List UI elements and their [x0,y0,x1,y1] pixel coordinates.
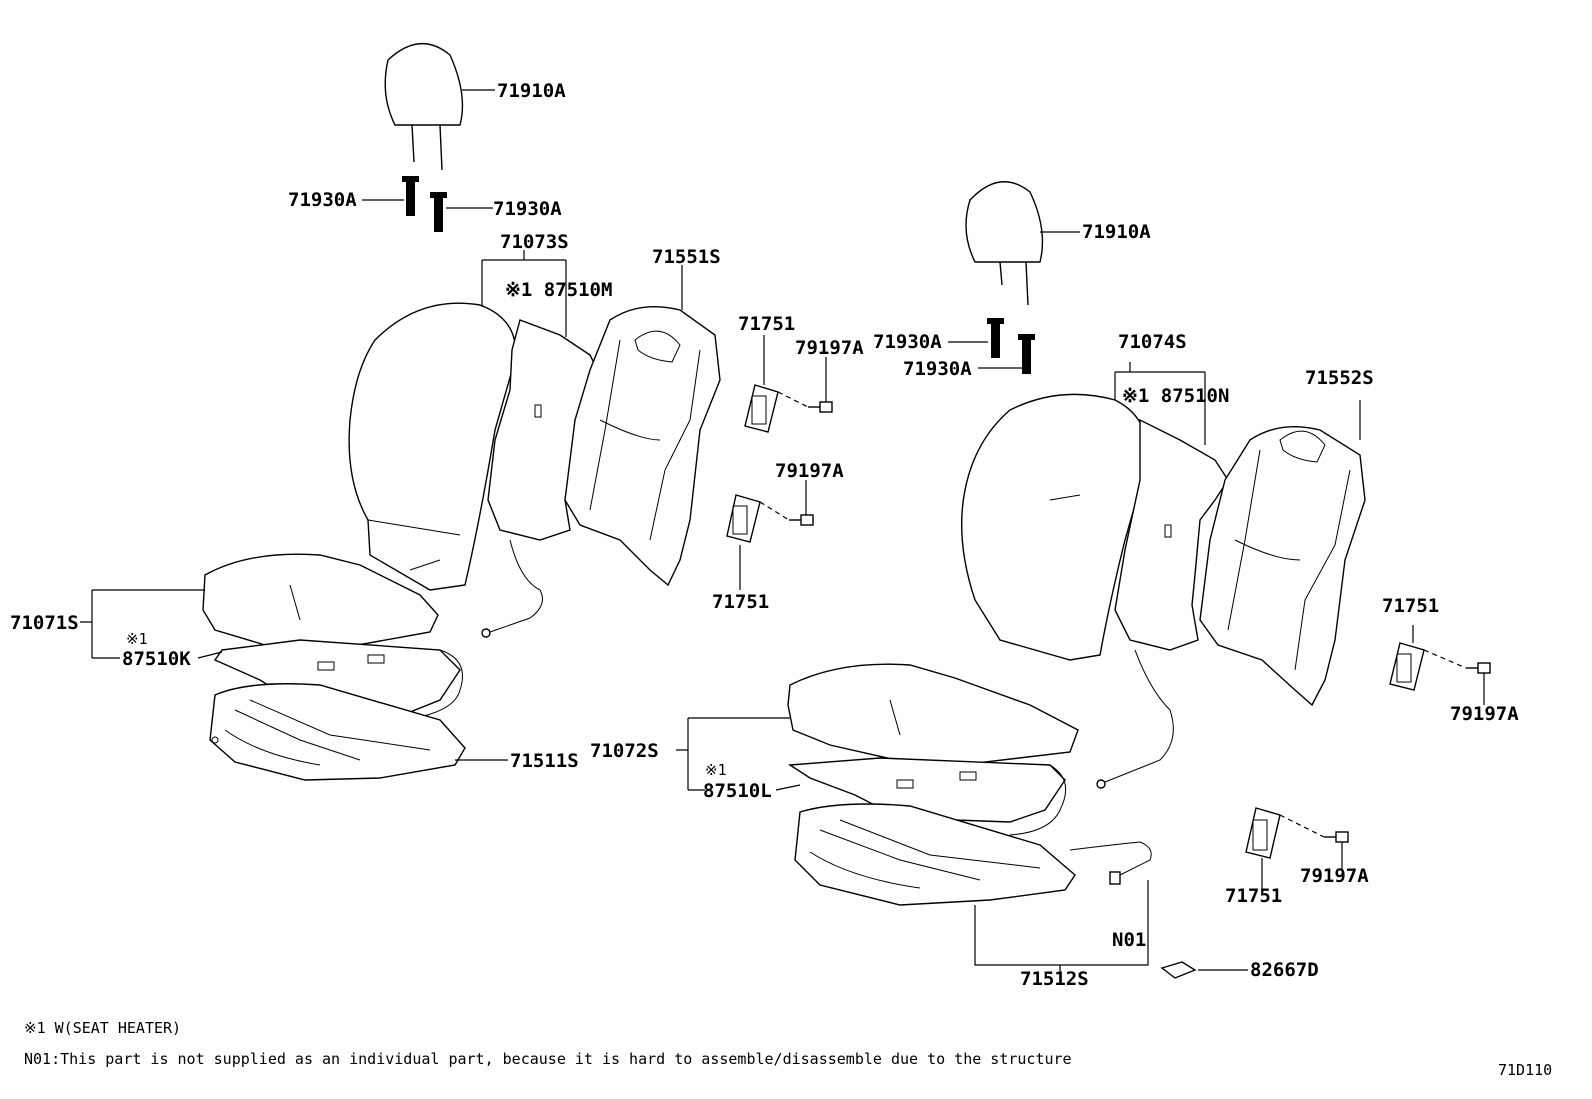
label-71930A: 71930A [903,358,972,380]
label-71930A: 71930A [873,331,942,353]
bracket-71751-left-2 [726,494,761,543]
label-79197A: 79197A [795,337,864,359]
label-71511S: 71511S [510,750,579,772]
leader-lines-right [676,231,1485,975]
label-71751: 71751 [1382,595,1439,617]
label-heater-mark: ※1 [705,761,727,779]
label-87510N: ※1 87510N [1122,385,1229,407]
label-N01: N01 [1112,929,1146,951]
label-71073S: 71073S [500,231,569,253]
headrest-guide-left-1 [402,176,419,216]
label-82667D: 82667D [1250,959,1319,981]
seat-cushion-frame-left [209,683,466,781]
headrest-guide-left-2 [430,192,447,232]
seatback-heater-right [1096,418,1229,789]
label-71930A: 71930A [288,189,357,211]
figure-id: 71D110 [1498,1061,1552,1079]
footnotes: ※1 W(SEAT HEATER) N01:This part is not s… [24,1019,1552,1079]
label-71072S: 71072S [590,740,659,762]
bracket-71751-right-1 [1389,642,1425,691]
headrest-guide-right-1 [987,318,1004,358]
label-71071S: 71071S [10,612,79,634]
label-71751: 71751 [712,591,769,613]
seat-cushion-cover-right [787,663,1079,766]
label-71074S: 71074S [1118,331,1187,353]
seat-cushion-frame-right [794,803,1076,906]
label-79197A: 79197A [775,460,844,482]
footnote-N01: N01:This part is not supplied as an indi… [24,1050,1072,1068]
part-labels: 71910A 71930A 71930A 71073S ※1 87510M 71… [10,80,1519,990]
seat-cushion-heater-left [213,639,463,719]
seatback-heater-left [481,319,601,638]
label-71552S: 71552S [1305,367,1374,389]
clip-82667D [1160,961,1197,979]
leader-lines-left [80,89,827,761]
label-87510L: 87510L [703,780,772,802]
headrest-left [384,42,464,171]
label-71512S: 71512S [1020,968,1089,990]
headrest-guide-right-2 [1018,334,1035,374]
screw-79197A-left-2 [789,514,814,526]
label-71930A: 71930A [493,198,562,220]
label-71551S: 71551S [652,246,721,268]
screw-79197A-right-1 [1466,662,1491,674]
label-71910A: 71910A [497,80,566,102]
label-87510K: 87510K [122,648,191,670]
screw-79197A-left-1 [808,401,833,413]
label-71751: 71751 [738,313,795,335]
seat-cushion-heater-right [787,757,1067,836]
screw-79197A-right-2 [1324,831,1349,843]
label-79197A: 79197A [1300,865,1369,887]
label-heater-mark: ※1 [126,630,148,648]
headrest-right [965,181,1044,306]
seatback-pad-left [564,305,721,587]
label-79197A: 79197A [1450,703,1519,725]
footnote-heater: ※1 W(SEAT HEATER) [24,1019,181,1037]
seatback-cover-left [348,302,517,591]
label-87510M: ※1 87510M [505,279,612,301]
wire-harness-N01 [1069,841,1152,885]
seatback-pad-right [1199,425,1366,707]
seatback-cover-right [960,393,1148,661]
bracket-71751-right-2 [1245,807,1281,859]
label-71751: 71751 [1225,885,1282,907]
label-71910A: 71910A [1082,221,1151,243]
bracket-71751-left-1 [744,384,779,433]
